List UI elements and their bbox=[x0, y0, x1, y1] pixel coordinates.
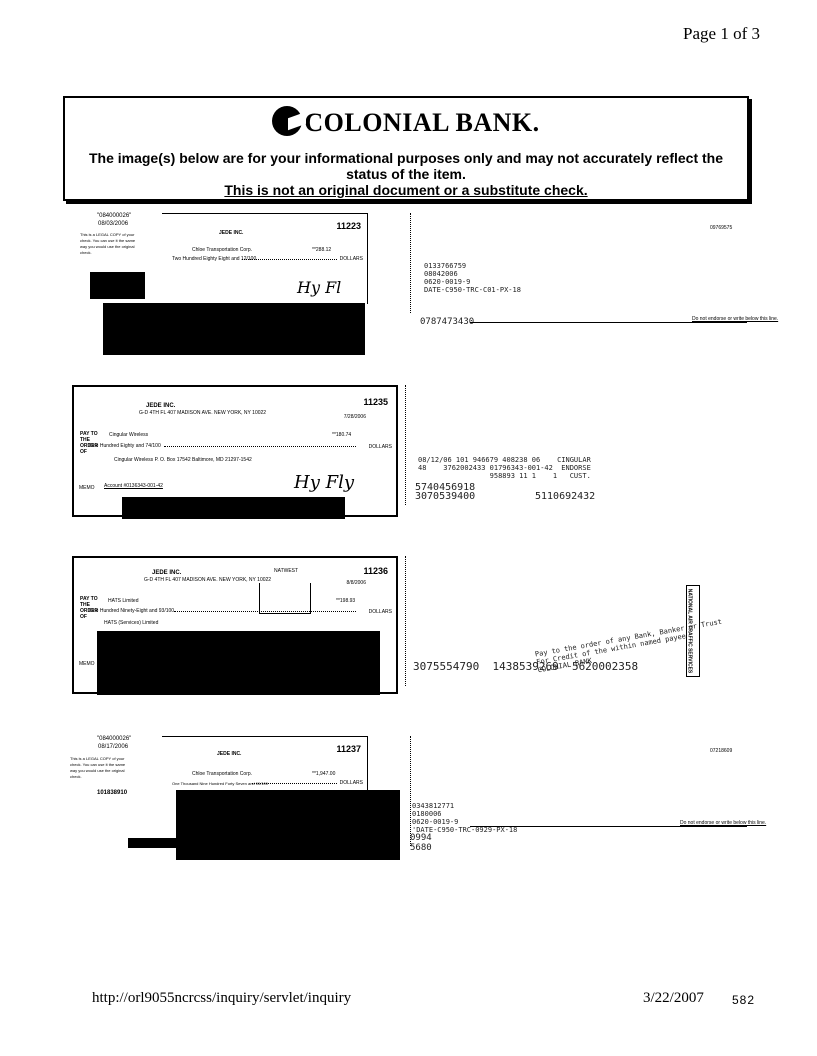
check-number: 11235 bbox=[363, 397, 388, 407]
side-stamp: NATIONAL AIR TRAFFIC SERVICES bbox=[686, 588, 693, 674]
payer-address: G-D 4TH FL 407 MADISON AVE. NEW YORK, NY… bbox=[144, 577, 272, 583]
addressee: HATS (Services) Limited bbox=[104, 620, 159, 626]
footer-date: 3/22/2007 bbox=[643, 990, 704, 1006]
payee-name: Cingular Wireless bbox=[109, 432, 149, 438]
addressee: Cingular Wireless P. O. Box 17542 Baltim… bbox=[114, 457, 252, 463]
redaction bbox=[97, 631, 380, 695]
pay-to-label: PAY TO THE ORDER OF bbox=[80, 596, 99, 620]
check-number: 11236 bbox=[363, 566, 388, 576]
redaction bbox=[128, 838, 178, 848]
disclaimer-line: The image(s) below are for your informat… bbox=[88, 150, 724, 166]
check-date-stamp: 08/03/2006 bbox=[98, 221, 129, 227]
check-date: 8/8/2006 bbox=[346, 580, 366, 586]
endorsement-text: 0133766759 08042006 0620-0019-9 DATE-C95… bbox=[424, 262, 521, 294]
payee-name: Chloe Transportation Corp. bbox=[192, 771, 253, 777]
amount-words: One Hundred Ninety-Eight and 93/100 bbox=[89, 608, 175, 614]
dollars-label: DOLLARS bbox=[339, 780, 363, 786]
amount-words: Two Hundred Eighty Eight and 12/100 bbox=[172, 256, 257, 262]
disclaimer-line: status of the item. bbox=[346, 166, 466, 182]
endorsement-number: 0994 bbox=[410, 833, 432, 843]
check-seq: "084000026" bbox=[97, 736, 132, 742]
endorse-note: Do not endorse or write below this line. bbox=[692, 316, 779, 322]
endorsement-text: 0343812771 0180006 0620-0019-9 'DATE-C95… bbox=[412, 802, 518, 834]
memo-label: MEMO bbox=[79, 485, 95, 491]
signature: Hy Fl bbox=[297, 278, 342, 297]
endorsement-number: 3070539400 bbox=[415, 491, 476, 502]
payee-name: HATS Limited bbox=[108, 598, 139, 604]
disclaimer-line: This is not an original document or a su… bbox=[224, 182, 588, 198]
endorsement-numbers: 3075554790 1438539269 5620002358 bbox=[413, 660, 639, 673]
endorsement-number: 5740456918 bbox=[415, 482, 476, 493]
legal-copy-note: This is a LEGAL COPY of your check. You … bbox=[70, 756, 126, 779]
check-amount: **180.74 bbox=[332, 432, 352, 438]
check-seq: "084000026" bbox=[97, 213, 132, 219]
endorsement-number: 5110692432 bbox=[535, 491, 596, 502]
endorsement-number: 0787473430 bbox=[420, 317, 475, 327]
redaction bbox=[90, 272, 145, 299]
check-date-stamp: 08/17/2006 bbox=[98, 744, 129, 750]
back-id: 07218609 bbox=[710, 748, 733, 754]
redaction bbox=[176, 790, 400, 860]
check-date: 7/28/2006 bbox=[343, 414, 366, 420]
bank-logo: COLONIAL BANK. bbox=[65, 106, 747, 138]
check-amount: **1,947.00 bbox=[312, 771, 336, 777]
payer-name: JEDE INC. bbox=[152, 570, 182, 576]
side-stamp-box: NATIONAL AIR TRAFFIC SERVICES bbox=[686, 585, 700, 677]
endorsement-number: 5680 bbox=[410, 843, 432, 853]
payee-name: Chloe Transportation Corp. bbox=[192, 247, 253, 253]
endorse-note: Do not endorse or write below this line. bbox=[680, 820, 767, 826]
colonial-bank-logo-icon bbox=[272, 106, 303, 136]
check-number: 11223 bbox=[336, 221, 361, 231]
stamp-box bbox=[259, 583, 311, 614]
dollars-label: DOLLARS bbox=[339, 256, 363, 262]
check-front: 11235 JEDE INC. G-D 4TH FL 407 MADISON A… bbox=[72, 385, 398, 517]
payer-address: G-D 4TH FL 407 MADISON AVE. NEW YORK, NY… bbox=[139, 410, 267, 416]
bank-header: COLONIAL BANK. The image(s) below are fo… bbox=[63, 96, 749, 201]
bank-stamp: NATWEST bbox=[274, 568, 299, 574]
signature: Hy Fly bbox=[294, 472, 355, 493]
payer-name: JEDE INC. bbox=[146, 403, 176, 409]
legal-copy-note: This is a LEGAL COPY of your check. You … bbox=[80, 232, 136, 255]
account-number: 101838910 bbox=[97, 790, 128, 796]
amount-words: One Hundred Eighty and 74/100 bbox=[89, 443, 161, 449]
footer-code: 582 bbox=[732, 993, 756, 1007]
check-number: 11237 bbox=[336, 744, 361, 754]
memo: Account #0136343-001-42 bbox=[104, 483, 163, 489]
check-amount: **198.93 bbox=[336, 598, 356, 604]
check-amount: **288.12 bbox=[312, 247, 332, 253]
amount-words: One Thousand Nine Hundred Forty Seven an… bbox=[172, 781, 268, 786]
dollars-label: DOLLARS bbox=[368, 444, 392, 450]
check-front: 11223 JEDE INC. Chloe Transportation Cor… bbox=[162, 213, 368, 304]
payer-name: JEDE INC. bbox=[217, 751, 242, 757]
pay-to-label: PAY TO THE ORDER OF bbox=[80, 431, 99, 455]
dollars-label: DOLLARS bbox=[368, 609, 392, 615]
redaction bbox=[103, 303, 365, 355]
memo-label: MEMO bbox=[79, 661, 95, 667]
back-id: 09769575 bbox=[710, 225, 733, 231]
page-number: Page 1 of 3 bbox=[683, 24, 760, 43]
bank-name: COLONIAL BANK. bbox=[304, 108, 540, 137]
redaction bbox=[122, 497, 345, 519]
endorsement-text: 08/12/06 101 946679 408238 06 CINGULAR 4… bbox=[418, 456, 591, 480]
footer-url: http://orl9055ncrcss/inquiry/servlet/inq… bbox=[92, 990, 352, 1006]
payer-name: JEDE INC. bbox=[219, 230, 244, 236]
